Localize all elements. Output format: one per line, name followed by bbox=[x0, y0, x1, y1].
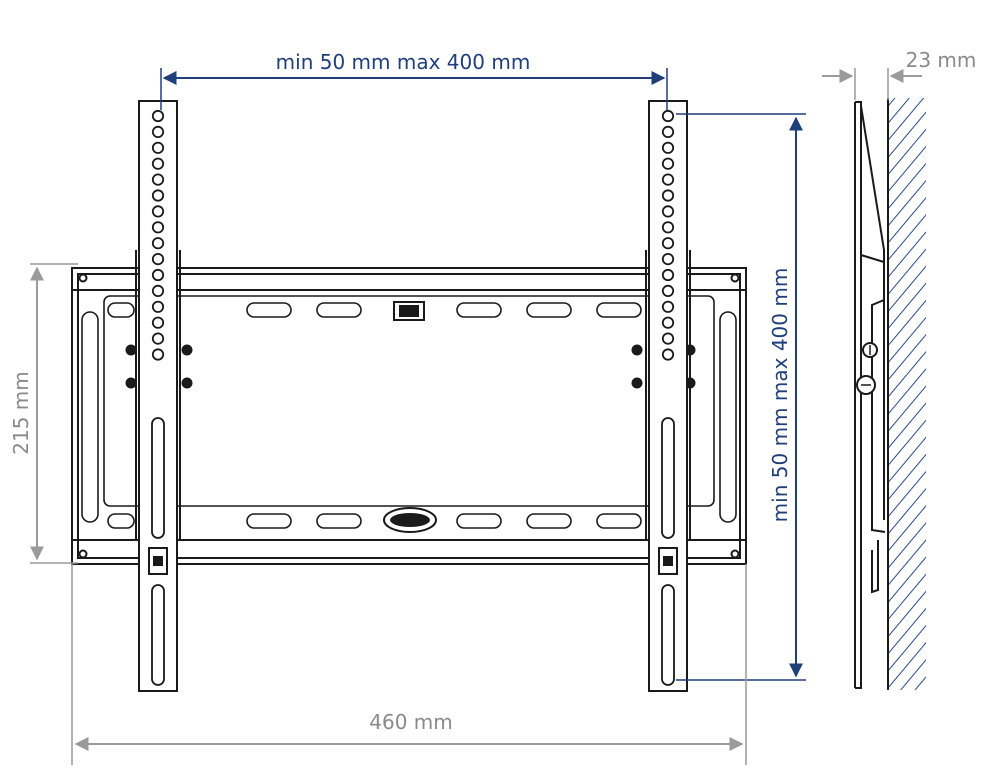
side-profile bbox=[854, 98, 926, 690]
left-arm-latch-core bbox=[153, 556, 163, 566]
left-arm-hole bbox=[151, 141, 165, 154]
left-arm-hole bbox=[151, 189, 165, 202]
horizontal-vesa-label: min 50 mm max 400 mm bbox=[276, 50, 531, 74]
left-arm-hole bbox=[151, 332, 165, 345]
left-arm bbox=[138, 100, 178, 692]
left-arm-hole bbox=[151, 316, 165, 329]
depth-label: 23 mm bbox=[906, 48, 977, 72]
left-arm-hole bbox=[151, 268, 165, 282]
left-arm-hole bbox=[151, 221, 165, 234]
wall-plate bbox=[71, 267, 747, 565]
vertical-arms bbox=[135, 100, 691, 692]
left-arm-hole bbox=[151, 253, 165, 266]
right-arm-hole bbox=[661, 189, 675, 202]
right-arm-hole bbox=[661, 268, 675, 282]
left-arm-hole bbox=[151, 237, 165, 250]
height-label: 215 mm bbox=[9, 371, 33, 455]
brand-logo-badge bbox=[383, 507, 437, 533]
left-arm-lower-slot bbox=[151, 584, 165, 686]
bolts bbox=[125, 344, 696, 389]
depth-dimension: 23 mm bbox=[822, 48, 976, 100]
right-arm-hole bbox=[661, 109, 675, 123]
right-arm-hole bbox=[661, 237, 675, 250]
left-arm-hole bbox=[151, 284, 165, 297]
width-label: 460 mm bbox=[369, 710, 453, 734]
right-arm-lower-slot bbox=[661, 584, 675, 686]
right-arm-hole bbox=[661, 316, 675, 329]
left-arm-hole bbox=[151, 205, 165, 218]
left-arm-upper-slot bbox=[151, 417, 165, 539]
right-arm-hole bbox=[661, 205, 675, 218]
right-arm-hole bbox=[661, 221, 675, 234]
right-arm-hole bbox=[661, 348, 675, 361]
vertical-vesa-dimension: min 50 mm max 400 mm bbox=[676, 113, 806, 681]
right-arm-latch-core bbox=[663, 556, 673, 566]
right-arm-hole bbox=[661, 157, 675, 170]
left-arm-hole bbox=[151, 348, 165, 361]
left-arm-hole bbox=[151, 125, 165, 138]
height-dimension: 215 mm bbox=[9, 263, 78, 564]
vertical-vesa-label: min 50 mm max 400 mm bbox=[768, 268, 792, 523]
right-arm-hole bbox=[661, 332, 675, 345]
width-dimension: 460 mm bbox=[71, 564, 747, 765]
left-arm-hole bbox=[151, 173, 165, 186]
right-arm-hole bbox=[661, 300, 675, 313]
right-arm-hole bbox=[661, 253, 675, 266]
right-arm-hole bbox=[661, 141, 675, 154]
right-arm-hole bbox=[661, 284, 675, 297]
right-arm-hole bbox=[661, 173, 675, 186]
horizontal-vesa-dimension: min 50 mm max 400 mm bbox=[160, 50, 668, 110]
left-arm-hole bbox=[151, 157, 165, 170]
right-arm-upper-slot bbox=[661, 417, 675, 539]
right-arm-hole bbox=[661, 125, 675, 138]
left-arm-hole bbox=[151, 109, 165, 123]
left-arm-hole bbox=[151, 300, 165, 313]
